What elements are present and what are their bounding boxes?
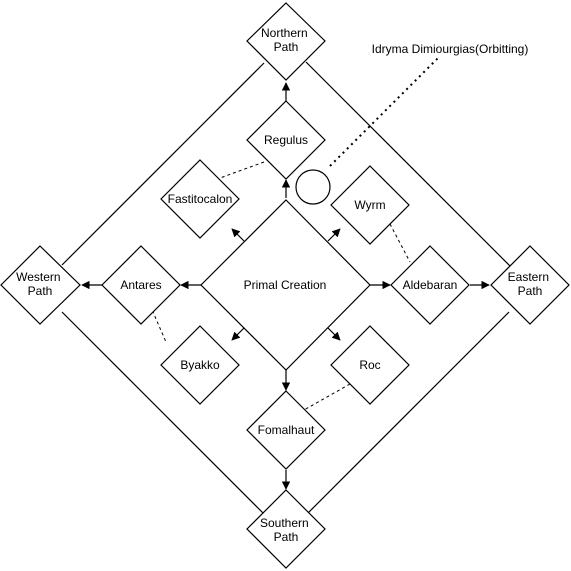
northern-path-line2: Path (274, 40, 299, 54)
byakko-diamond (160, 325, 240, 405)
node-fomalhaut[interactable]: Fomalhaut (246, 390, 326, 470)
roc-diamond (330, 325, 410, 405)
byakko-label: Byakko (180, 358, 220, 372)
node-regulus[interactable]: Regulus (246, 100, 326, 180)
roc-label: Roc (359, 358, 380, 372)
fomalhaut-diamond (246, 390, 326, 470)
fomalhaut-label: Fomalhaut (258, 423, 315, 437)
northern-path-diamond (246, 2, 326, 81)
southern-path-line1: Southern (260, 516, 309, 530)
node-idryma-orbit[interactable] (295, 169, 331, 205)
fastitocalon-label: Fastitocalon (168, 192, 233, 206)
wyrm-diamond (330, 165, 410, 245)
idryma-label: Idryma Dimiourgias(Orbitting) (372, 42, 529, 56)
antares-diamond (101, 245, 181, 325)
edge-se-outer (305, 311, 510, 516)
regulus-diamond (246, 100, 326, 180)
node-byakko[interactable]: Byakko (160, 325, 240, 405)
southern-path-diamond (246, 489, 326, 569)
western-path-line2: Path (28, 284, 53, 298)
primal-creation-label: Primal Creation (244, 278, 327, 292)
fastitocalon-diamond (160, 159, 240, 239)
primal-creation-diamond (200, 199, 371, 371)
dotted-orbit-connector (329, 55, 441, 167)
southern-path-line2: Path (274, 530, 299, 544)
southern-path-label: Southern Path (260, 516, 312, 544)
node-southern-path[interactable]: Southern Path (246, 489, 326, 569)
western-path-label: Western Path (16, 270, 64, 298)
edge-primal-wyrm (327, 228, 341, 242)
western-path-line1: Western (16, 270, 60, 284)
eastern-path-line2: Path (518, 284, 543, 298)
node-roc[interactable]: Roc (330, 325, 410, 405)
node-western-path[interactable]: Western Path (0, 245, 81, 325)
eastern-path-diamond (490, 245, 570, 325)
edge-primal-byakko (231, 327, 245, 341)
node-aldebaran[interactable]: Aldebaran (390, 245, 470, 325)
edge-primal-fastitocalon (231, 228, 245, 242)
node-fastitocalon[interactable]: Fastitocalon (160, 159, 240, 239)
edge-sw-outer (61, 311, 267, 517)
antares-label: Antares (120, 278, 161, 292)
aldebaran-label: Aldebaran (403, 278, 458, 292)
western-path-diamond (0, 245, 81, 325)
node-eastern-path[interactable]: Eastern Path (490, 245, 570, 325)
edge-ne-outer (305, 61, 511, 267)
edge-primal-roc (327, 327, 341, 341)
idryma-circle (295, 169, 331, 205)
dashed-roc-fomalhaut (303, 383, 351, 411)
node-wyrm[interactable]: Wyrm (330, 165, 410, 245)
northern-path-label: Northern Path (261, 26, 311, 54)
dashed-wyrm-aldebaran (389, 223, 411, 263)
eastern-path-label: Eastern Path (508, 270, 553, 298)
regulus-label: Regulus (264, 133, 308, 147)
dashed-regulus-fastitocalon (219, 161, 265, 179)
aldebaran-diamond (390, 245, 470, 325)
edge-nw-outer (61, 62, 265, 266)
outer-connectors (61, 61, 511, 517)
northern-path-line1: Northern (261, 26, 308, 40)
eastern-path-line1: Eastern (508, 270, 549, 284)
node-northern-path[interactable]: Northern Path (246, 2, 326, 81)
node-antares[interactable]: Antares (101, 245, 181, 325)
arrow-connectors (81, 82, 490, 490)
node-primal-creation[interactable]: Primal Creation (200, 199, 371, 371)
wyrm-label: Wyrm (354, 198, 385, 212)
